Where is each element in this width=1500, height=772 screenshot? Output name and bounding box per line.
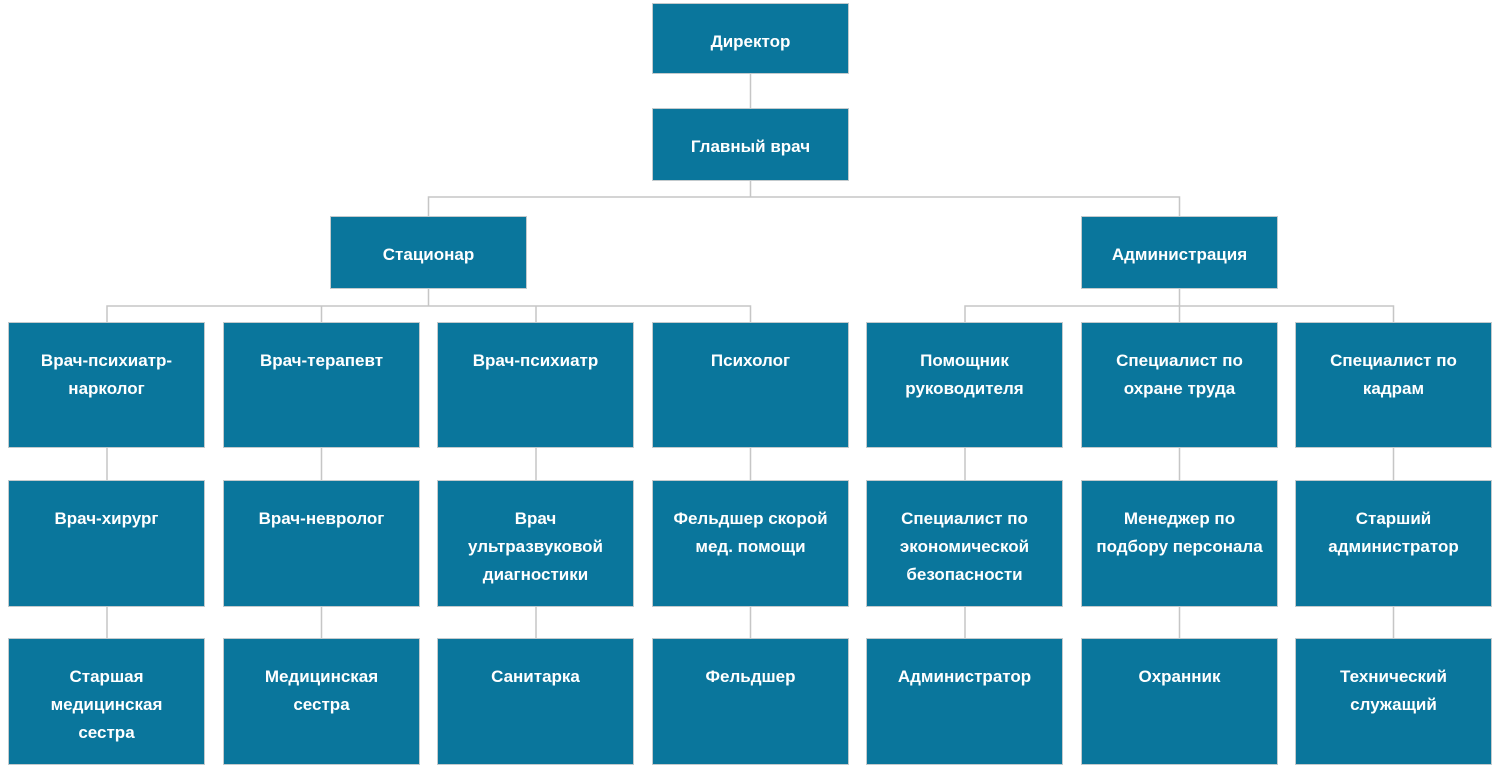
node-surgeon: Врач-хирург — [8, 480, 205, 607]
node-orderly: Санитарка — [437, 638, 634, 765]
node-administrator: Администратор — [866, 638, 1063, 765]
node-inpatient-department: Стационар — [330, 216, 527, 289]
node-guard: Охранник — [1081, 638, 1278, 765]
node-neurologist: Врач-невролог — [223, 480, 420, 607]
node-administration-department: Администрация — [1081, 216, 1278, 289]
node-director: Директор — [652, 3, 849, 74]
node-psychiatrist: Врач-психиатр — [437, 322, 634, 448]
node-labor-safety-specialist: Специалист по охране труда — [1081, 322, 1278, 448]
node-psychiatrist-narcologist: Врач-психиатр-нарколог — [8, 322, 205, 448]
connector-inpatient-children — [106, 289, 752, 322]
node-senior-administrator: Старший администратор — [1295, 480, 1492, 607]
node-nurse: Медицинская сестра — [223, 638, 420, 765]
node-psychologist: Психолог — [652, 322, 849, 448]
node-technical-worker: Технический служащий — [1295, 638, 1492, 765]
connector-row-head-middle — [106, 448, 1395, 480]
node-paramedic: Фельдшер — [652, 638, 849, 765]
node-head-nurse: Старшая медицинская сестра — [8, 638, 205, 765]
node-recruiting-manager: Менеджер по подбору персонала — [1081, 480, 1278, 607]
node-assistant-to-director: Помощник руководителя — [866, 322, 1063, 448]
node-ultrasound-doctor: Врач ультразвуковой диагностики — [437, 480, 634, 607]
node-therapist: Врач-терапевт — [223, 322, 420, 448]
connector-chief-branches — [427, 181, 1181, 216]
node-hr-specialist: Специалист по кадрам — [1295, 322, 1492, 448]
connector-row-middle-bottom — [106, 607, 1395, 638]
connector-administration-children — [964, 289, 1395, 322]
node-ambulance-paramedic: Фельдшер скорой мед. помощи — [652, 480, 849, 607]
node-chief-physician: Главный врач — [652, 108, 849, 181]
node-economic-security-specialist: Специалист по экономической безопасности — [866, 480, 1063, 607]
